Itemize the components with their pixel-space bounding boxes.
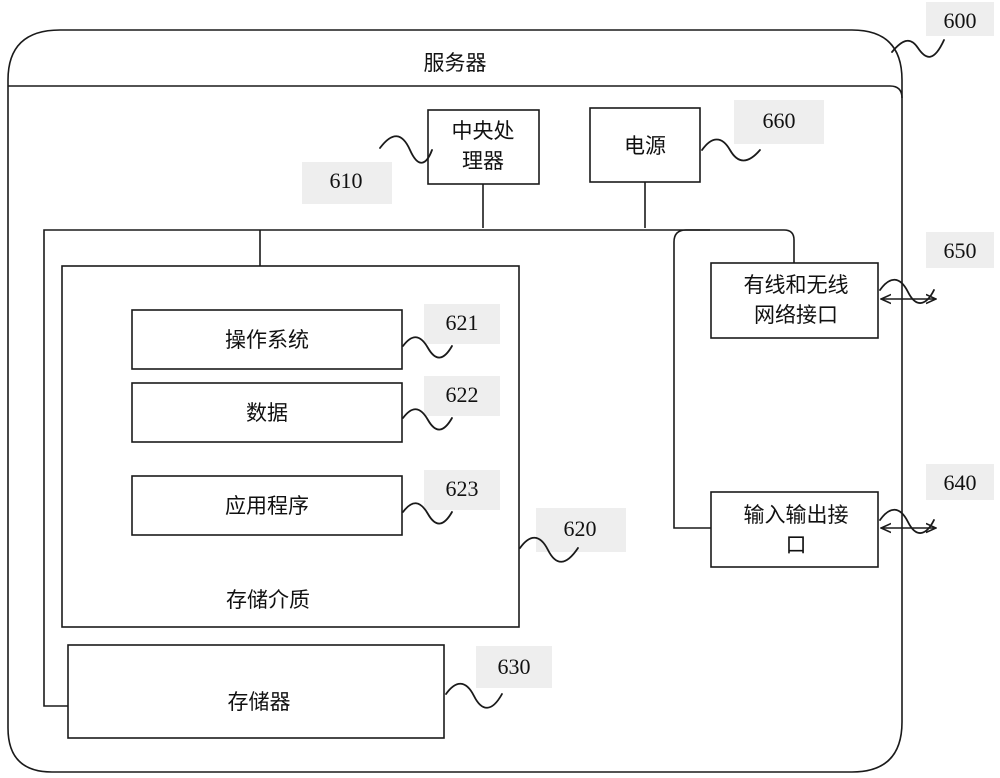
ref-tag-600-bg — [926, 2, 994, 36]
ref-tag-640-bg — [926, 464, 994, 500]
power-box — [589, 107, 701, 183]
ref-tag-650-bg — [926, 232, 994, 268]
ref-tag-623: 623 — [446, 476, 479, 501]
server-inner-divider — [8, 85, 903, 99]
ref-tag-621: 621 — [446, 310, 479, 335]
ref-tag-623-bg — [424, 470, 500, 510]
storage-medium-label: 存储介质 — [226, 588, 310, 612]
io-label-line1: 输入输出接 — [744, 503, 849, 527]
memory-box — [67, 644, 445, 739]
apps-label: 应用程序 — [225, 494, 309, 518]
apps-box — [131, 475, 403, 536]
leader-610 — [379, 135, 433, 164]
leader-622 — [402, 408, 453, 431]
leader-630 — [445, 682, 503, 709]
io-interface-box — [710, 491, 879, 568]
io-label-line2: 口 — [786, 533, 807, 557]
ref-tag-620-bg — [536, 508, 626, 552]
data-label: 数据 — [246, 401, 288, 425]
ref-tag-621-bg — [424, 304, 500, 344]
ref-tag-630: 630 — [498, 654, 531, 679]
leader-620 — [519, 536, 579, 563]
os-box — [131, 309, 403, 370]
ref-tag-622: 622 — [446, 382, 479, 407]
leader-600 — [891, 39, 945, 58]
cpu-box — [427, 109, 540, 185]
ref-tag-610: 610 — [330, 168, 363, 193]
ref-tag-640: 640 — [944, 470, 977, 495]
network-interface-box — [710, 262, 879, 339]
ref-tag-630-bg — [476, 646, 552, 688]
ref-tag-622-bg — [424, 376, 500, 416]
server-title: 服务器 — [424, 51, 487, 75]
network-label-line1: 有线和无线 — [744, 273, 849, 297]
memory-label: 存储器 — [228, 690, 291, 714]
os-label: 操作系统 — [225, 328, 309, 352]
bus-to-interfaces-line — [673, 229, 711, 529]
ref-tag-650: 650 — [944, 238, 977, 263]
leader-650 — [879, 278, 935, 304]
leader-623 — [402, 502, 453, 525]
leader-621 — [402, 336, 453, 359]
data-box — [131, 382, 403, 443]
leader-660 — [701, 138, 761, 162]
network-label-line2: 网络接口 — [754, 303, 838, 327]
cpu-label-line1: 中央处 — [452, 119, 515, 143]
cpu-label-line2: 理器 — [462, 149, 504, 173]
server-outer-frame — [7, 29, 903, 773]
ref-tag-660-bg — [734, 100, 824, 144]
ref-tag-610-bg — [302, 162, 392, 204]
ref-tag-660: 660 — [763, 108, 796, 133]
leader-640 — [879, 508, 935, 534]
ref-tag-600: 600 — [944, 8, 977, 33]
system-bus-line — [43, 229, 795, 707]
power-label: 电源 — [624, 134, 666, 158]
ref-tag-620: 620 — [564, 516, 597, 541]
